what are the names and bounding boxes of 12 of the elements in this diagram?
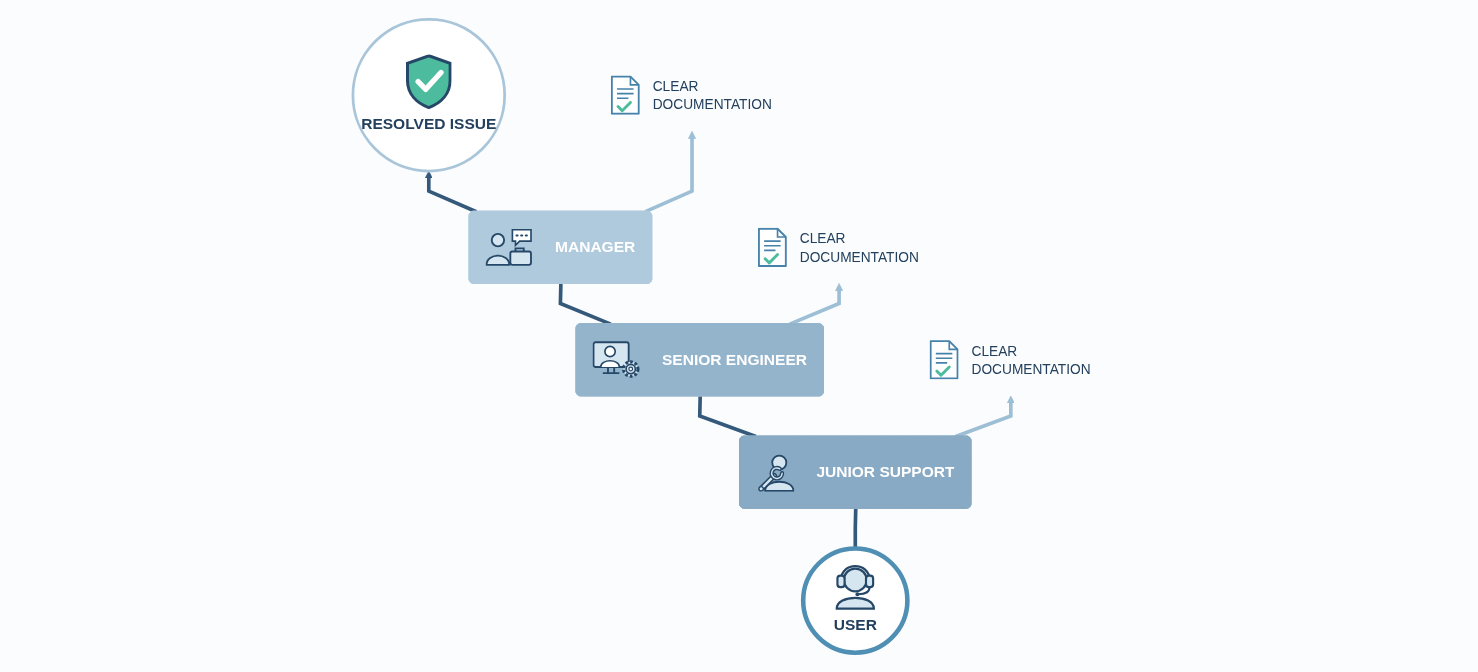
user-label: USER	[833, 616, 877, 634]
node-circle	[800, 546, 910, 655]
role-label: MANAGER	[555, 238, 636, 256]
arrow	[644, 130, 697, 214]
arrow	[424, 170, 478, 214]
document-label: CLEAR DOCUMENTATION	[971, 341, 1092, 378]
document-label: CLEAR DOCUMENTATION	[652, 77, 773, 113]
node-circle	[351, 17, 506, 173]
role-label: JUNIOR SUPPORT	[816, 463, 955, 481]
role-label: SENIOR ENGINEER	[661, 350, 807, 369]
status-label: RESOLVED ISSUE	[361, 115, 497, 133]
document-label: CLEAR DOCUMENTATION	[799, 229, 920, 266]
